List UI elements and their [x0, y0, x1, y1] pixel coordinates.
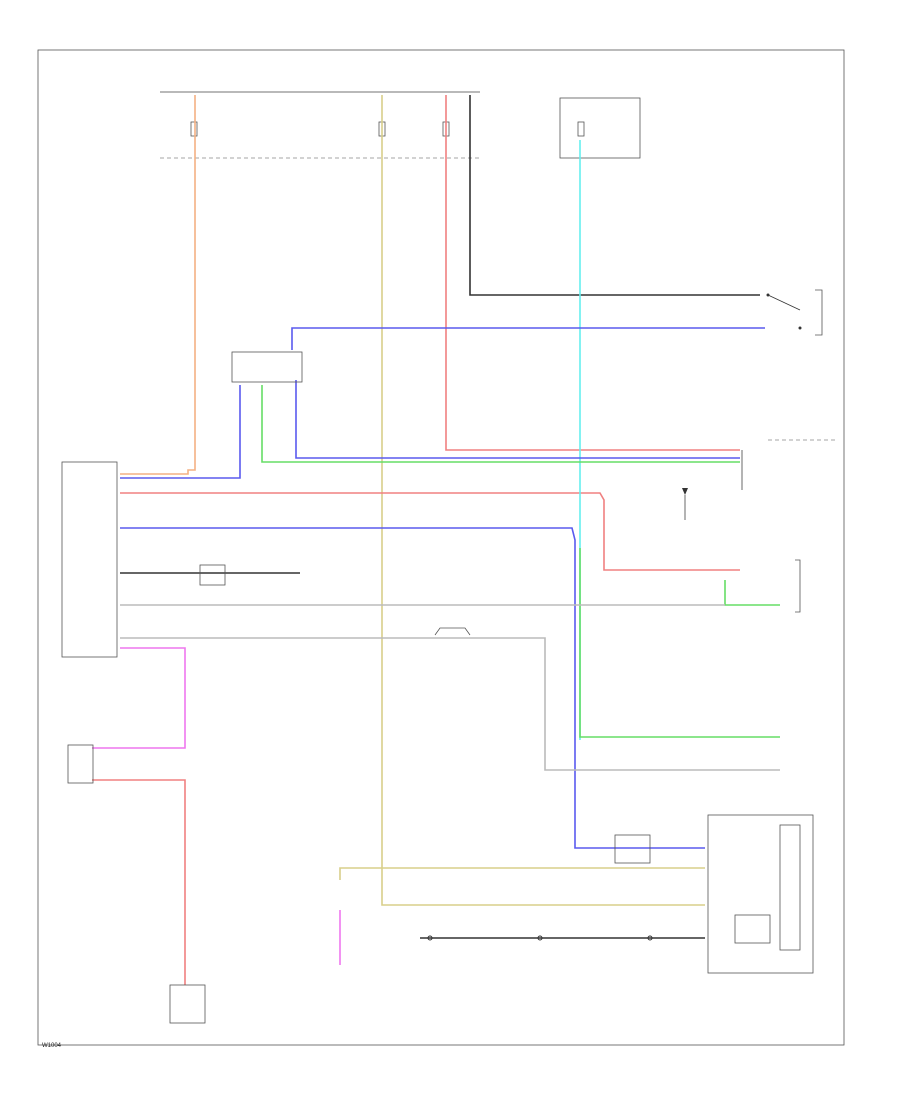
connector-b	[537, 935, 543, 941]
junction-box-lower	[614, 834, 651, 864]
wire-yellow-main	[381, 95, 705, 906]
wire-red-top	[445, 95, 740, 451]
ground-connector	[67, 744, 94, 784]
wire-pink	[92, 647, 186, 749]
wire-green-sensor	[724, 580, 780, 606]
sensor-bracket	[795, 559, 801, 613]
wire-green	[261, 385, 740, 463]
wire-blue-switch	[295, 380, 740, 459]
footer-code: W1004	[42, 1043, 62, 1049]
sensor-bottom	[169, 984, 206, 1024]
wire-red-ecm	[120, 492, 740, 571]
ecm-box	[61, 461, 118, 658]
combination-meter	[707, 814, 814, 974]
switch-icon	[766, 289, 823, 336]
fuse-box-top	[160, 91, 641, 159]
wire-green-lower	[579, 548, 780, 738]
wire-yellow-lower	[339, 867, 705, 880]
diagram-frame	[37, 49, 845, 1046]
meter-bar	[779, 824, 801, 951]
wire-black	[469, 95, 760, 296]
meter-light	[734, 914, 771, 944]
fuse-symbols	[190, 121, 585, 137]
middle-switch-icon	[434, 627, 471, 636]
wire-blue-top	[291, 327, 765, 350]
wire-blue-ecm	[120, 385, 241, 479]
relay-box	[199, 564, 226, 586]
components	[61, 289, 835, 1024]
connector-block	[741, 439, 835, 490]
wire-gray-lower	[120, 637, 780, 771]
wire-orange	[120, 95, 196, 475]
arrow-icon	[682, 488, 688, 495]
connector-a	[427, 935, 433, 941]
wire-harness	[92, 95, 780, 985]
wire-pink-red	[92, 779, 186, 985]
splice-box	[231, 351, 303, 383]
wire-blue-long	[120, 527, 705, 849]
connector-c	[647, 935, 653, 941]
